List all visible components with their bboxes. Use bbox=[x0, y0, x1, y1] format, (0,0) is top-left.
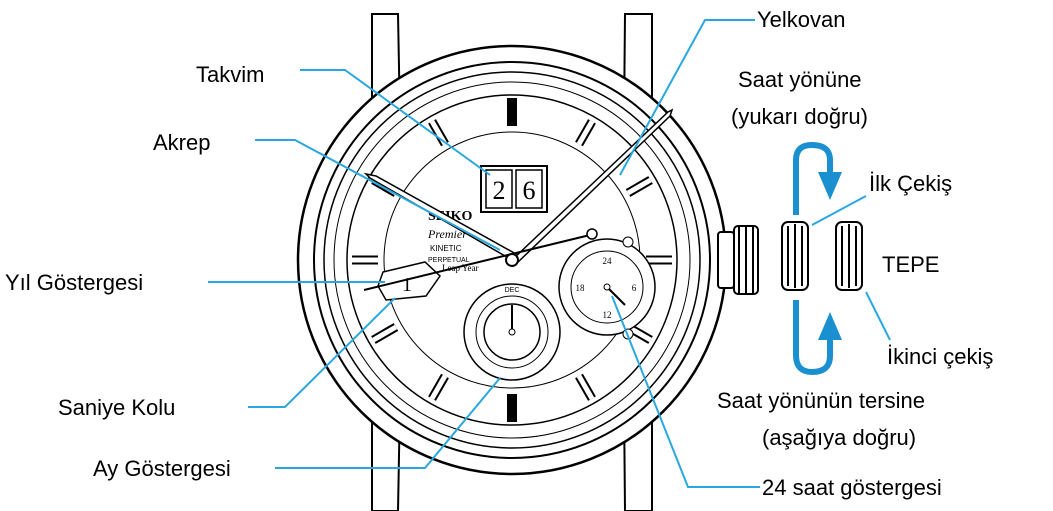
hour24-subdial: 24 12 18 6 bbox=[558, 236, 656, 340]
hour-marker-inner bbox=[372, 324, 398, 343]
leap-label: Leap Year bbox=[442, 263, 479, 273]
leader-first-pull bbox=[811, 195, 867, 226]
brand-line4: PERPETUAL bbox=[428, 257, 470, 264]
label-calendar: Takvim bbox=[196, 62, 264, 87]
leader-lines bbox=[208, 19, 891, 488]
leader-calendar bbox=[300, 69, 491, 176]
label-clockwise-1: Saat yönüne bbox=[738, 67, 862, 92]
label-crown: TEPE bbox=[882, 252, 939, 277]
brand-line2: Premier bbox=[427, 227, 467, 241]
clockwise-arrow bbox=[793, 141, 842, 215]
label-hour-hand: Akrep bbox=[153, 130, 210, 155]
label-clockwise-2: (yukarı doğru) bbox=[731, 104, 868, 129]
hour-marker-inner bbox=[429, 374, 448, 400]
leader-second-hand bbox=[248, 297, 396, 408]
label-minute-hand: Yelkovan bbox=[757, 7, 845, 32]
sub24-left: 18 bbox=[576, 283, 586, 293]
label-first-pull: İlk Çekiş bbox=[869, 171, 952, 196]
second-hand bbox=[363, 234, 591, 291]
date-digit-2: 6 bbox=[523, 176, 536, 205]
leader-second-pull bbox=[865, 291, 891, 341]
crown-second-pull bbox=[835, 221, 863, 291]
hour-marker-inner bbox=[626, 324, 652, 343]
leader-hour-hand bbox=[255, 139, 501, 251]
hour-marker-inner bbox=[576, 120, 595, 146]
dial-brand: SEIKO Premier KINETIC PERPETUAL bbox=[427, 209, 472, 264]
label-second-pull: İkinci çekiş bbox=[887, 344, 993, 369]
sub24-top: 24 bbox=[603, 256, 613, 266]
brand-line3: KINETIC bbox=[430, 244, 462, 253]
date-window: 2 6 bbox=[480, 165, 548, 213]
label-second-hand: Saniye Kolu bbox=[58, 395, 175, 420]
sub24-bottom: 12 bbox=[603, 310, 612, 320]
crown-first-pull bbox=[781, 221, 809, 291]
date-digit-1: 2 bbox=[493, 176, 506, 205]
label-month-indicator: Ay Göstergesi bbox=[93, 456, 231, 481]
labels: Yelkovan Takvim Akrep Yıl Göstergesi San… bbox=[5, 7, 993, 500]
label-hour24-indicator: 24 saat göstergesi bbox=[762, 475, 942, 500]
leader-minute-hand bbox=[619, 19, 755, 176]
hour-marker-inner bbox=[626, 177, 652, 196]
hour-marker-inner bbox=[576, 374, 595, 400]
counterclockwise-arrow bbox=[793, 300, 842, 376]
label-counterclockwise-2: (aşağıya doğru) bbox=[762, 425, 916, 450]
month-subdial: DEC bbox=[463, 283, 561, 381]
leader-month-indicator bbox=[275, 377, 501, 469]
month-label: DEC bbox=[505, 287, 520, 294]
label-year-indicator: Yıl Göstergesi bbox=[5, 270, 143, 295]
leader-hour24-indicator bbox=[611, 295, 760, 488]
sub24-right: 6 bbox=[632, 283, 637, 293]
year-digit: 1 bbox=[402, 274, 412, 296]
label-counterclockwise-1: Saat yönünün tersine bbox=[717, 388, 925, 413]
case-crown bbox=[717, 225, 759, 295]
